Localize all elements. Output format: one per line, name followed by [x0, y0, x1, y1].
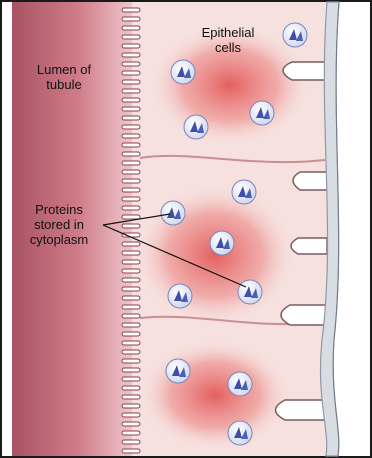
- microvillus: [122, 107, 140, 111]
- microvillus: [122, 224, 140, 228]
- microvillus: [122, 332, 140, 336]
- microvillus: [122, 152, 140, 156]
- nucleus: [184, 115, 208, 139]
- microvillus: [122, 404, 140, 408]
- label-proteins: Proteins stored in cytoplasm: [14, 202, 104, 247]
- microvillus: [122, 26, 140, 30]
- microvillus: [122, 98, 140, 102]
- microvillus: [122, 422, 140, 426]
- nucleus: [168, 284, 192, 308]
- microvillus: [122, 377, 140, 381]
- microvillus: [122, 314, 140, 318]
- microvillus: [122, 305, 140, 309]
- microvillus: [122, 287, 140, 291]
- cytoplasm-blob-2: [135, 185, 295, 325]
- nucleus: [210, 231, 234, 255]
- microvillus: [122, 269, 140, 273]
- microvillus: [122, 242, 140, 246]
- microvillus: [122, 431, 140, 435]
- nucleus: [228, 372, 252, 396]
- microvillus: [122, 125, 140, 129]
- nucleus: [171, 60, 195, 84]
- microvillus: [122, 278, 140, 282]
- microvillus: [122, 71, 140, 75]
- microvillus: [122, 143, 140, 147]
- microvillus: [122, 296, 140, 300]
- microvillus: [122, 341, 140, 345]
- microvillus: [122, 134, 140, 138]
- nucleus: [161, 201, 185, 225]
- microvillus: [122, 386, 140, 390]
- microvillus: [122, 323, 140, 327]
- microvillus: [122, 197, 140, 201]
- microvillus: [122, 35, 140, 39]
- nucleus: [228, 421, 252, 445]
- label-lumen: Lumen of tubule: [22, 62, 106, 92]
- microvillus: [122, 89, 140, 93]
- microvillus: [122, 251, 140, 255]
- microvillus: [122, 80, 140, 84]
- microvillus: [122, 206, 140, 210]
- microvillus: [122, 53, 140, 57]
- microvillus: [122, 179, 140, 183]
- microvillus: [122, 17, 140, 21]
- microvillus: [122, 188, 140, 192]
- label-epithelial-cells: Epithelial cells: [186, 25, 270, 55]
- nucleus: [238, 280, 262, 304]
- microvillus: [122, 440, 140, 444]
- microvillus: [122, 368, 140, 372]
- microvillus: [122, 116, 140, 120]
- cytoplasm-blob-3: [140, 340, 290, 450]
- nucleus: [232, 180, 256, 204]
- microvillus: [122, 449, 140, 453]
- microvillus: [122, 413, 140, 417]
- microvillus: [122, 170, 140, 174]
- microvillus: [122, 161, 140, 165]
- microvillus: [122, 395, 140, 399]
- nucleus: [283, 23, 307, 47]
- microvillus: [122, 359, 140, 363]
- microvillus: [122, 350, 140, 354]
- microvillus: [122, 260, 140, 264]
- nucleus: [166, 359, 190, 383]
- microvillus: [122, 44, 140, 48]
- nucleus: [250, 101, 274, 125]
- microvillus: [122, 62, 140, 66]
- microvillus: [122, 8, 140, 12]
- microvillus: [122, 215, 140, 219]
